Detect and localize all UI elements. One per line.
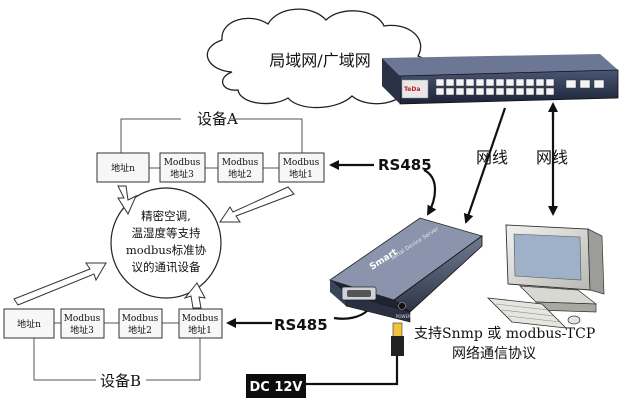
switch-brand: TeDa xyxy=(404,86,420,93)
device-group-a: 设备A 地址n Modbus 地址3 Modbus 地址2 Modbus 地址1 xyxy=(96,110,325,183)
group-a-box-modbus-1: Modbus 地址1 xyxy=(278,152,325,183)
hollow-arrow-from-a-left xyxy=(117,185,138,216)
group-a-title: 设备A xyxy=(197,110,238,128)
switch-ports xyxy=(435,78,605,96)
svg-text:地址2: 地址2 xyxy=(228,168,252,180)
mouse xyxy=(567,315,581,325)
svg-text:地址3: 地址3 xyxy=(170,168,194,180)
power-port-label: POWER xyxy=(396,314,411,319)
network-cable-switch-to-converter xyxy=(463,107,507,224)
protocol-caption-line-2: 网络通信协议 xyxy=(452,346,536,362)
hollow-arrows xyxy=(13,185,295,309)
group-a-box-modbus-3: Modbus 地址3 xyxy=(159,152,206,183)
hollow-arrow-from-b-right xyxy=(183,282,206,309)
svg-text:地址2: 地址2 xyxy=(128,324,152,336)
network-switch: TeDa xyxy=(382,54,619,105)
rs485-label-bottom: RS485 xyxy=(274,316,328,334)
keyboard xyxy=(486,297,568,329)
serial-converter-device: Smart Serial Device Server POWER xyxy=(329,217,483,323)
rs485-cable-top xyxy=(423,169,437,216)
hollow-arrow-from-a-right xyxy=(219,186,295,223)
svg-text:地址1: 地址1 xyxy=(289,168,313,180)
svg-text:Modbus: Modbus xyxy=(164,158,201,168)
center-line-1: 精密空调, xyxy=(141,209,191,223)
group-a-box-addr-n: 地址n xyxy=(96,152,150,183)
desktop-computer xyxy=(486,224,605,329)
dc-12v-label: DC 12V xyxy=(249,380,302,395)
svg-text:Modbus: Modbus xyxy=(122,314,159,324)
center-line-4: 议的通讯设备 xyxy=(132,260,201,274)
rs485-cable-bottom xyxy=(333,309,369,320)
group-a-box-modbus-2: Modbus 地址2 xyxy=(217,152,264,183)
power-jack xyxy=(398,302,406,310)
group-b-title: 设备B xyxy=(100,372,141,390)
svg-text:地址n: 地址n xyxy=(111,162,135,174)
svg-text:Modbus: Modbus xyxy=(182,314,219,324)
center-device-circle: 精密空调, 温湿度等支持 modbus标准协 议的通讯设备 xyxy=(110,187,222,299)
power-plug xyxy=(306,322,404,386)
svg-text:Modbus: Modbus xyxy=(64,314,101,324)
cloud: 局域网/广域网 xyxy=(206,8,432,109)
cloud-label: 局域网/广域网 xyxy=(269,51,370,70)
group-b-box-modbus-2: Modbus 地址2 xyxy=(118,308,163,339)
svg-text:地址n: 地址n xyxy=(17,318,41,330)
network-cable-label-1: 网线 xyxy=(476,148,508,167)
protocol-caption-line-1: 支持Snmp 或 modbus-TCP xyxy=(414,326,595,342)
center-line-2: 温湿度等支持 xyxy=(132,226,201,240)
hollow-arrow-from-b-left xyxy=(13,262,107,306)
dc-12v-adapter: DC 12V xyxy=(246,374,306,398)
group-b-box-addr-n: 地址n xyxy=(3,308,55,339)
group-b-box-modbus-1: Modbus 地址1 xyxy=(178,308,223,339)
svg-text:Modbus: Modbus xyxy=(283,158,320,168)
svg-text:地址1: 地址1 xyxy=(188,324,212,336)
group-b-box-modbus-3: Modbus 地址3 xyxy=(60,308,105,339)
device-group-b: 设备B 地址n Modbus 地址3 Modbus 地址2 Modbus 地址1 xyxy=(3,308,223,390)
svg-text:地址3: 地址3 xyxy=(70,324,94,336)
center-line-3: modbus标准协 xyxy=(126,243,207,257)
svg-text:Modbus: Modbus xyxy=(222,158,259,168)
rs485-label-top: RS485 xyxy=(378,156,432,174)
db9-port xyxy=(341,286,377,301)
